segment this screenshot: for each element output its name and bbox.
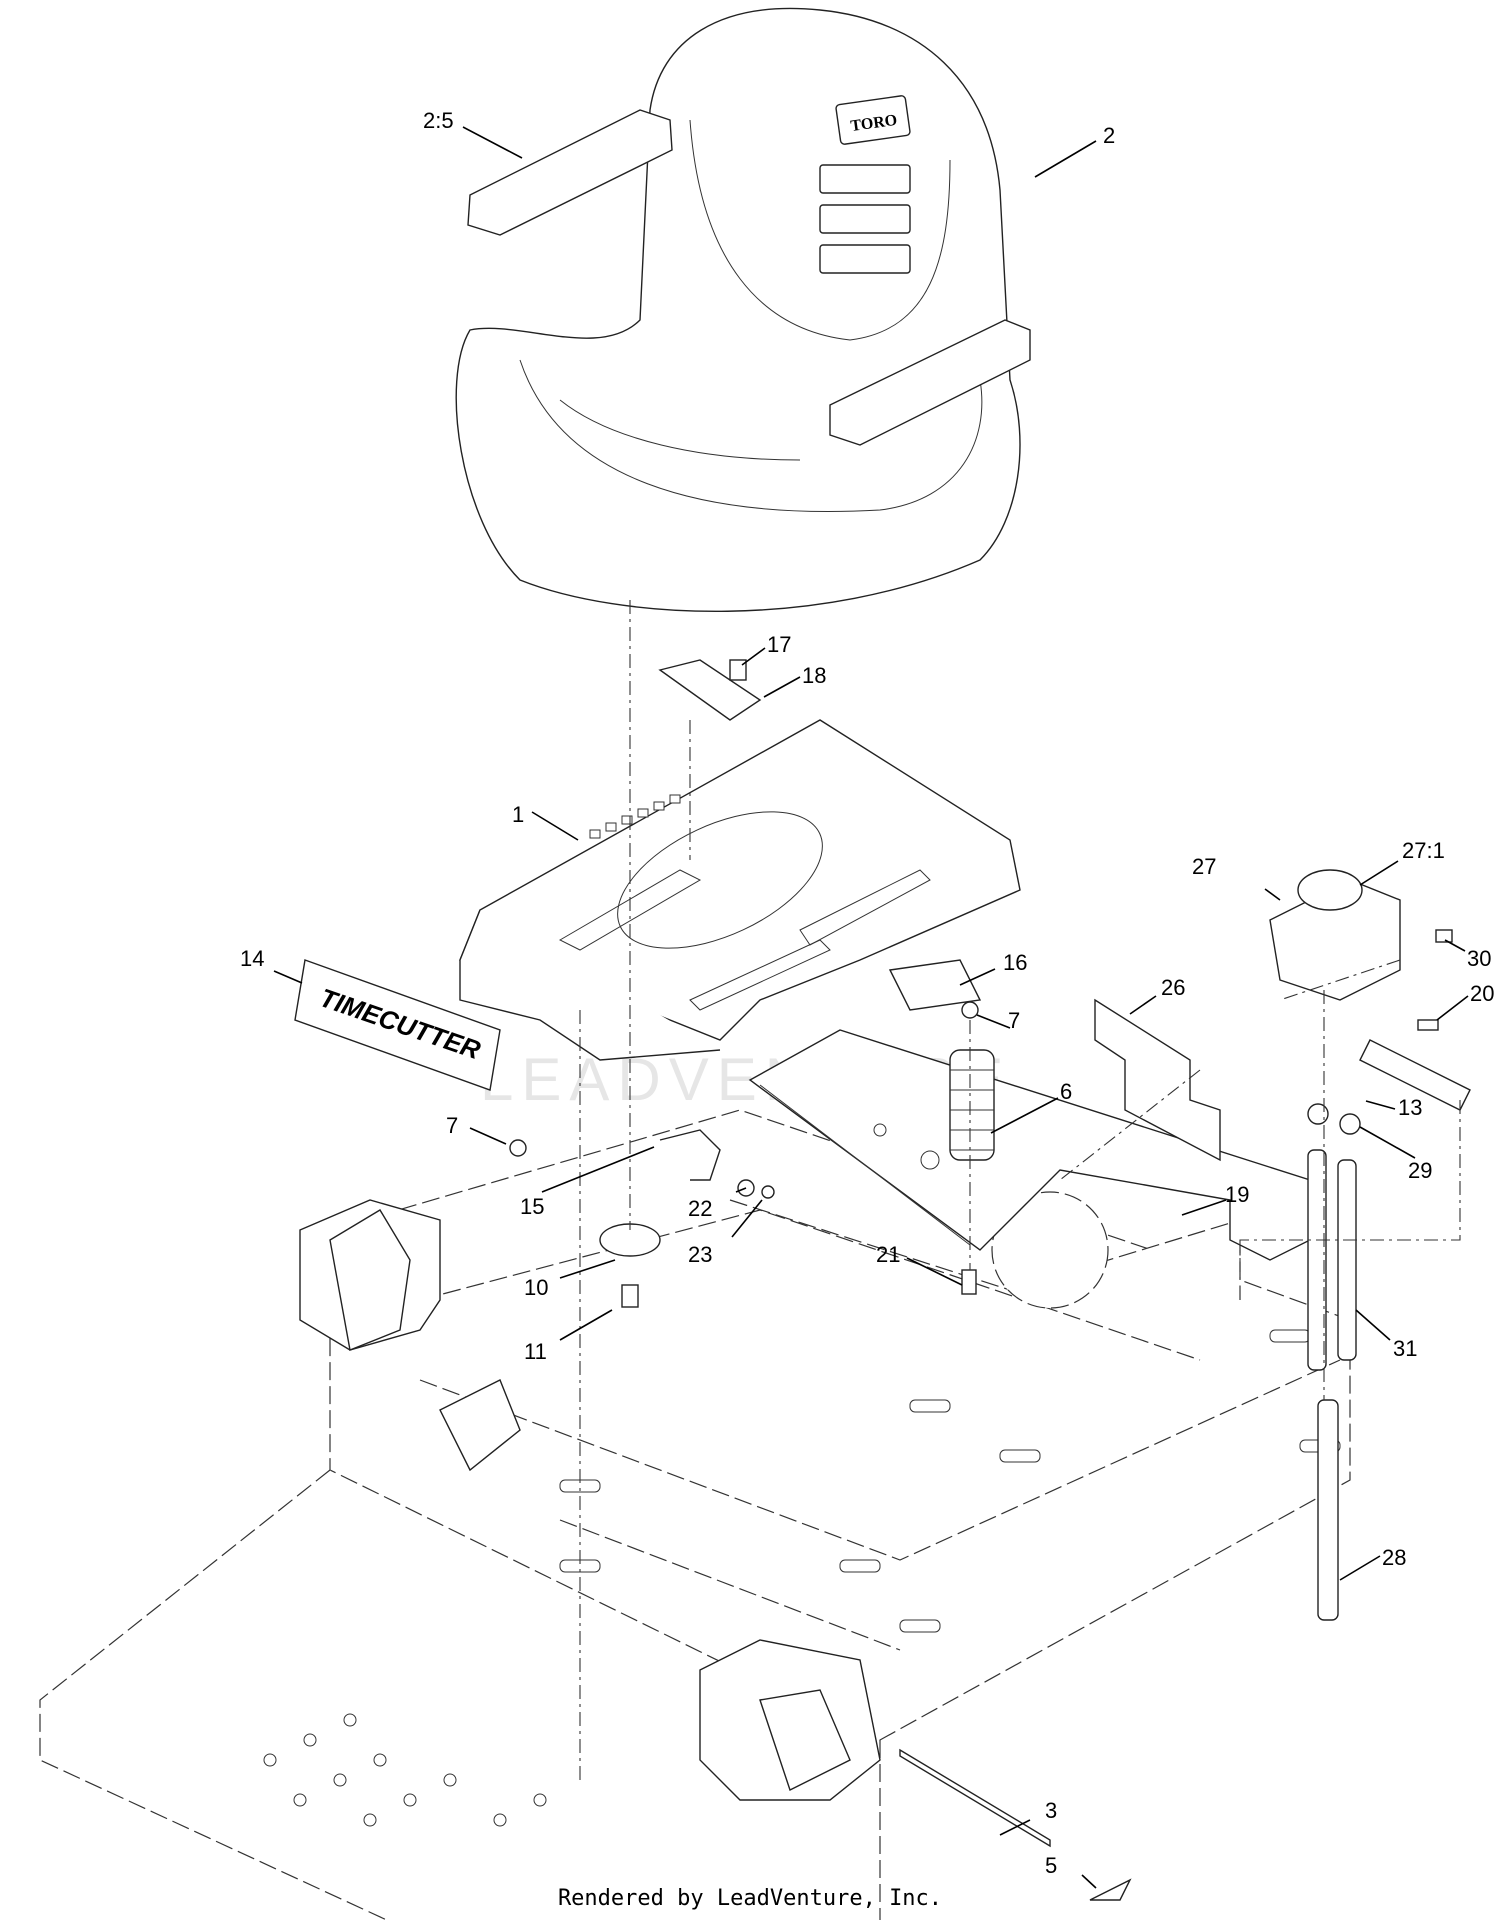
nut-7-right [961,1001,979,1019]
hose-28 [1317,1399,1339,1621]
clamp-29-b [1339,1113,1361,1135]
callout-3: 3 [1045,1798,1057,1823]
callout-21: 21 [876,1242,900,1267]
bolt-11 [621,1284,639,1308]
callout-31: 31 [1393,1336,1417,1361]
callout-27: 27 [1192,854,1216,879]
callout-19: 19 [1225,1182,1249,1207]
callout-28: 28 [1382,1545,1406,1570]
callout-7-right: 7 [1008,1008,1020,1033]
callout-11: 11 [524,1339,547,1364]
callout-29: 29 [1408,1158,1432,1183]
callout-16: 16 [1003,950,1027,975]
callout-2: 2 [1103,123,1115,148]
seat-plate [748,1029,1311,1261]
hose-31-a [1307,1149,1327,1371]
suspension-spring [949,1049,995,1161]
rod-3 [899,1748,1051,1848]
callout-26: 26 [1161,975,1185,1000]
seat-pan [459,719,1021,1061]
bracket-26 [1094,998,1221,1162]
bolt-20 [1417,1019,1439,1031]
hose-31-b [1337,1159,1357,1361]
callout-13: 13 [1398,1095,1422,1120]
clip-5 [1089,1878,1132,1901]
clip-23 [761,1185,775,1199]
callout-5: 5 [1045,1853,1057,1878]
reservoir [1269,869,1401,1001]
seat-logo: TORO [850,112,899,135]
callout-2-5: 2:5 [423,108,454,133]
callout-27-1: 27:1 [1402,838,1445,863]
decal-16 [888,959,982,1011]
callout-23: 23 [688,1242,712,1267]
callout-14: 14 [240,946,264,971]
mower-frame [39,1109,1351,1920]
callout-labels: 2:5 2 17 18 1 14 27 27:1 30 20 16 26 7 6… [240,108,1494,1878]
callout-20: 20 [1470,981,1494,1006]
callout-30: 30 [1467,946,1491,971]
clamp-29-a [1307,1103,1329,1125]
callout-1: 1 [512,802,524,827]
callout-15: 15 [520,1194,544,1219]
callout-18: 18 [802,663,826,688]
bolt-21 [961,1269,977,1295]
footer-credit: Rendered by LeadVenture, Inc. [557,1886,943,1911]
rod-15 [659,1129,721,1181]
callout-17: 17 [767,632,791,657]
bolt-30 [1435,929,1453,943]
callout-6: 6 [1060,1079,1072,1104]
callout-leaders [273,126,1469,1889]
callout-22: 22 [688,1196,712,1221]
latch-bracket [658,659,762,721]
center-lines [579,600,1461,1780]
callout-10: 10 [524,1275,548,1300]
seat: TORO [455,7,1031,612]
nut-7-left [509,1139,527,1157]
callout-7-left: 7 [446,1113,458,1138]
